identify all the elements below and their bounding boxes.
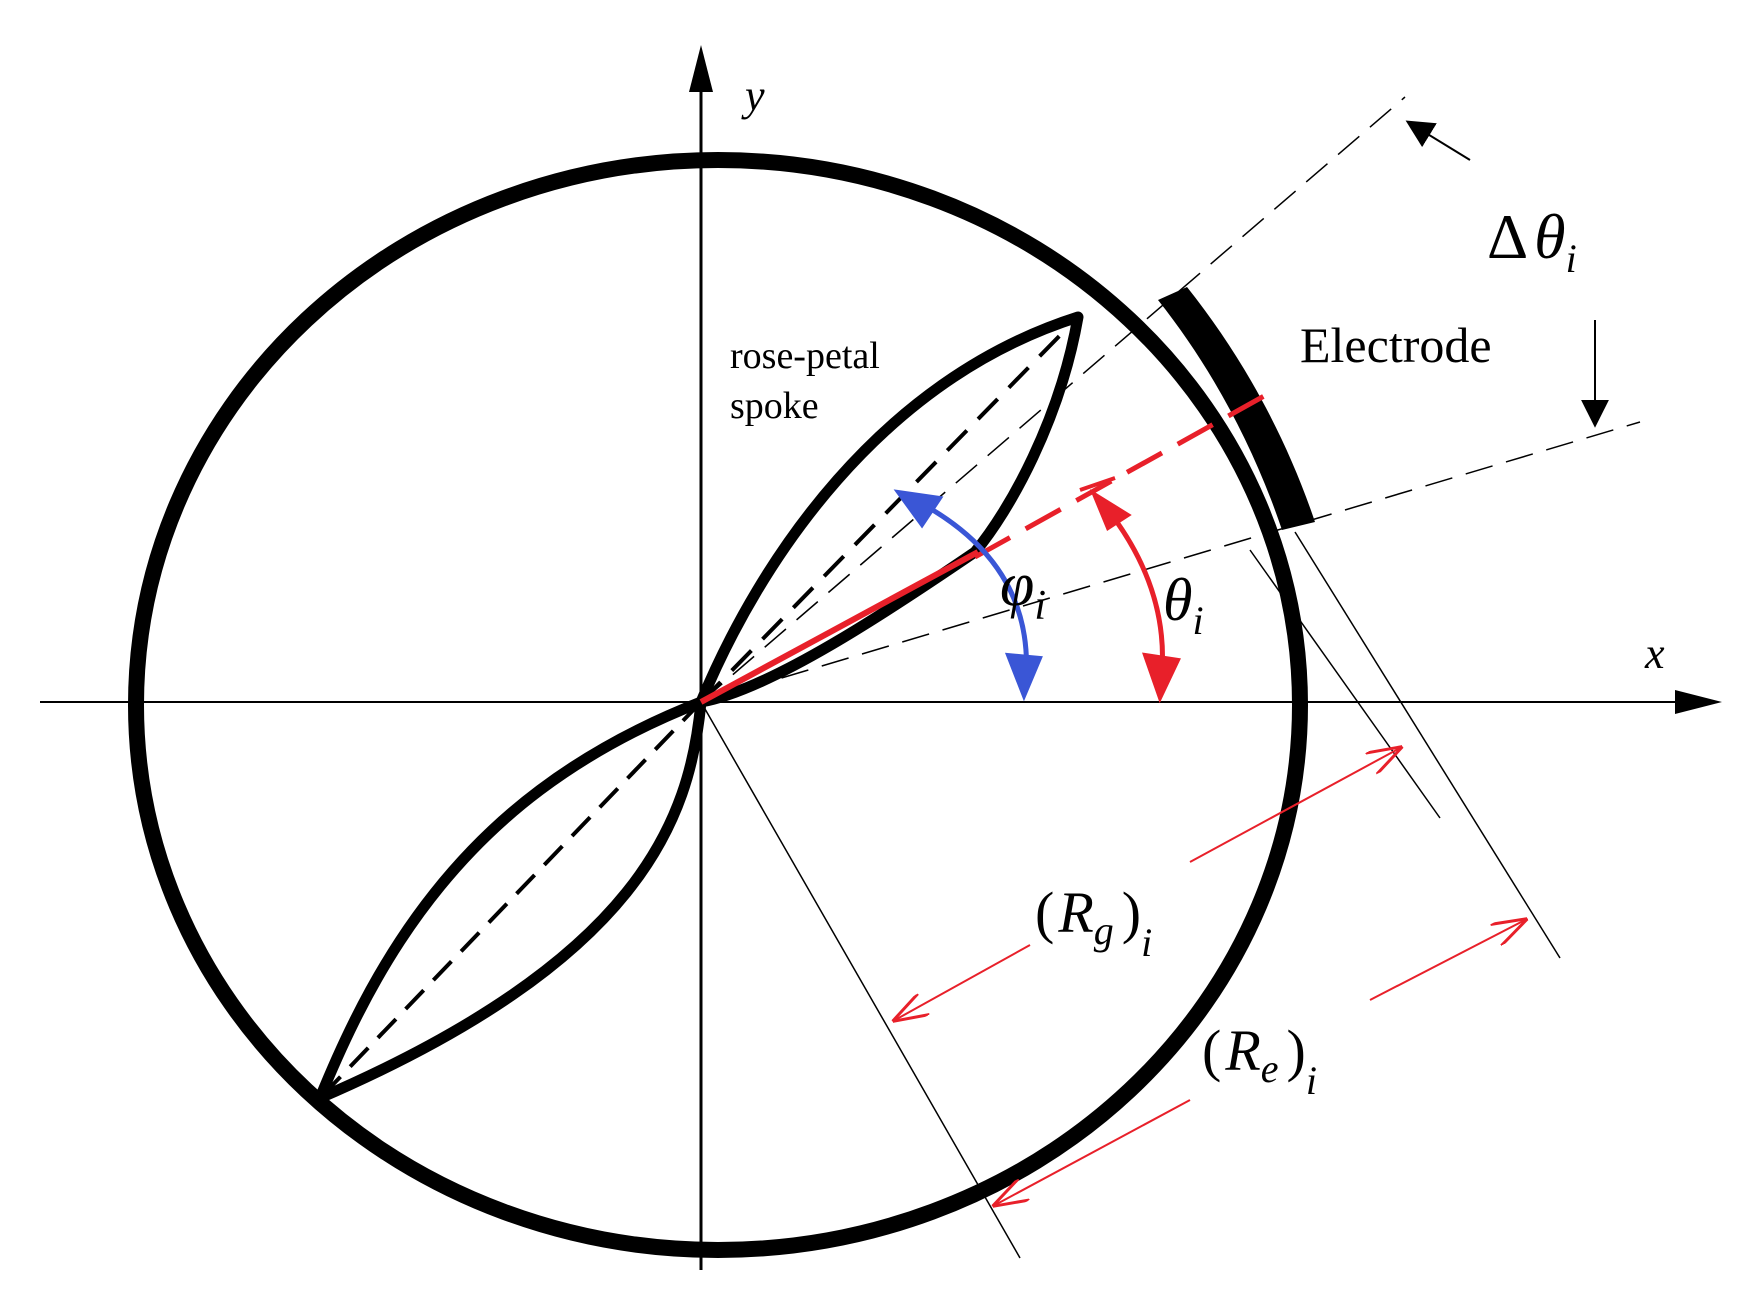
electrode-edge-lower-dashed-line — [700, 421, 1641, 703]
electrode-arc — [1158, 287, 1315, 530]
rg-subscript: g — [1094, 908, 1114, 953]
radius-extension-line-inner — [700, 701, 1021, 1259]
petal-upper-right — [695, 311, 1084, 708]
phi-label: φi — [1000, 551, 1046, 629]
petal-lower-centerline — [318, 700, 703, 1100]
delta-theta-symbol: θ — [1534, 201, 1565, 272]
delta-theta-subscript: i — [1566, 236, 1577, 281]
rg-dimension-arrow-upper — [1189, 748, 1400, 863]
spoke-label-line1: rose-petal — [730, 335, 880, 377]
y-axis-arrowhead — [689, 45, 713, 92]
y-axis-label: y — [741, 71, 765, 120]
outer-circle — [128, 152, 1308, 1258]
re-dimension-arrow-lower — [995, 1099, 1191, 1205]
theta-arrowhead-top — [1089, 489, 1132, 531]
petal-upper-centerline — [699, 315, 1080, 704]
phi-subscript: i — [1034, 583, 1046, 629]
rg-dimension-arrow-lower — [895, 944, 1031, 1020]
re-base: R — [1224, 1018, 1260, 1083]
phi-symbol: φ — [1000, 551, 1034, 619]
re-paren-close: ) — [1287, 1018, 1306, 1083]
theta-subscript: i — [1192, 598, 1203, 643]
re-outer-subscript: i — [1306, 1058, 1317, 1103]
theta-arrowhead-bottom — [1142, 652, 1181, 704]
spoke-angle-red-line — [699, 549, 980, 705]
phi-arrowhead-top — [893, 489, 944, 529]
rg-paren-open: ( — [1035, 880, 1054, 945]
rg-paren-close: ) — [1122, 880, 1141, 945]
delta-symbol: Δ — [1487, 201, 1528, 272]
re-paren-open: ( — [1202, 1018, 1221, 1083]
re-label: (Re)i — [1202, 1018, 1317, 1103]
x-axis-label: x — [1644, 629, 1665, 678]
re-subscript: e — [1261, 1046, 1279, 1091]
petal-lower-left — [314, 696, 707, 1104]
electrode-extension-line — [1294, 531, 1561, 959]
theta-symbol: θ — [1163, 567, 1192, 633]
rg-base: R — [1057, 880, 1093, 945]
rg-label: (Rg)i — [1035, 880, 1152, 965]
electrode-label: Electrode — [1300, 317, 1492, 373]
rg-outer-subscript: i — [1141, 920, 1152, 965]
theta-label: θi — [1163, 567, 1204, 643]
theta-tick — [1079, 476, 1116, 492]
re-dimension-arrow-upper — [1369, 920, 1525, 1001]
delta-theta-pointer-upper — [1405, 120, 1471, 161]
delta-theta-label: Δθi — [1487, 201, 1577, 281]
gap-extension-line — [1249, 549, 1441, 819]
x-axis-arrowhead — [1675, 690, 1722, 714]
spoke-label-line2: spoke — [730, 385, 819, 427]
phi-arrowhead-bottom — [1004, 652, 1043, 702]
